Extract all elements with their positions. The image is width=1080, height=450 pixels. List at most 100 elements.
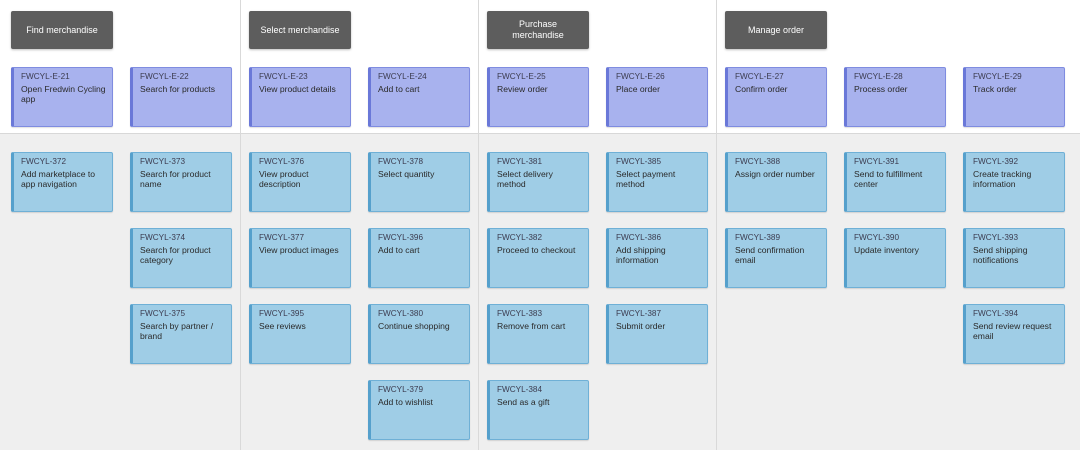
card-title: Add shipping information <box>616 244 666 266</box>
activity-select-merchandise[interactable]: Select merchandise <box>249 11 351 49</box>
card-title: Send as a gift <box>497 396 550 407</box>
card-title: Add marketplace to app navigation <box>21 168 96 190</box>
column-divider <box>478 0 479 450</box>
card-title: Select delivery method <box>497 168 553 190</box>
card-title: Process order <box>854 83 908 94</box>
card-title: Remove from cart <box>497 320 566 331</box>
card-title: Submit order <box>616 320 666 331</box>
card-id: FWCYL-382 <box>497 233 543 242</box>
card-id: FWCYL-393 <box>973 233 1019 242</box>
card-title: See reviews <box>259 320 306 331</box>
column-divider <box>716 0 717 450</box>
activity-find-merchandise[interactable]: Find merchandise <box>11 11 113 49</box>
card-title: Create tracking information <box>973 168 1032 190</box>
activity-purchase-merchandise[interactable]: Purchase merchandise <box>487 11 589 49</box>
card-title: Confirm order <box>735 83 788 94</box>
card-id: FWCYL-377 <box>259 233 305 242</box>
card-id: FWCYL-381 <box>497 157 543 166</box>
card-id: FWCYL-373 <box>140 157 186 166</box>
card-id: FWCYL-392 <box>973 157 1019 166</box>
card-title: Select quantity <box>378 168 435 179</box>
card-id: FWCYL-375 <box>140 309 186 318</box>
card-title: Add to cart <box>378 83 420 94</box>
card-id: FWCYL-387 <box>616 309 662 318</box>
card-title: Add to cart <box>378 244 420 255</box>
activity-manage-order[interactable]: Manage order <box>725 11 827 49</box>
card-id: FWCYL-389 <box>735 233 781 242</box>
card-id: FWCYL-372 <box>21 157 67 166</box>
card-id: FWCYL-383 <box>497 309 543 318</box>
card-id: FWCYL-394 <box>973 309 1019 318</box>
card-id: FWCYL-E-29 <box>973 72 1022 81</box>
card-title: Place order <box>616 83 660 94</box>
card-title: Add to wishlist <box>378 396 433 407</box>
card-title: Assign order number <box>735 168 815 179</box>
card-title: View product images <box>259 244 339 255</box>
card-id: FWCYL-E-24 <box>378 72 427 81</box>
card-title: Continue shopping <box>378 320 450 331</box>
card-title: View product details <box>259 83 336 94</box>
card-id: FWCYL-376 <box>259 157 305 166</box>
card-title: Search for product category <box>140 244 211 266</box>
card-id: FWCYL-E-28 <box>854 72 903 81</box>
card-title: Send to fulfillment center <box>854 168 923 190</box>
card-title: Search by partner / brand <box>140 320 214 342</box>
card-title: Search for products <box>140 83 215 94</box>
card-title: Open Fredwin Cycling app <box>21 83 106 105</box>
card-id: FWCYL-386 <box>616 233 662 242</box>
card-title: Search for product name <box>140 168 211 190</box>
card-id: FWCYL-E-27 <box>735 72 784 81</box>
card-title: Proceed to checkout <box>497 244 576 255</box>
card-id: FWCYL-E-22 <box>140 72 189 81</box>
card-id: FWCYL-384 <box>497 385 543 394</box>
card-title: Send review request email <box>973 320 1052 342</box>
card-id: FWCYL-E-25 <box>497 72 546 81</box>
card-id: FWCYL-E-26 <box>616 72 665 81</box>
card-id: FWCYL-380 <box>378 309 424 318</box>
column-divider <box>240 0 241 450</box>
card-id: FWCYL-E-21 <box>21 72 70 81</box>
card-id: FWCYL-379 <box>378 385 424 394</box>
card-id: FWCYL-374 <box>140 233 186 242</box>
card-title: Select payment method <box>616 168 676 190</box>
card-title: Update inventory <box>854 244 919 255</box>
band-divider <box>0 133 1080 134</box>
card-id: FWCYL-391 <box>854 157 900 166</box>
card-id: FWCYL-E-23 <box>259 72 308 81</box>
